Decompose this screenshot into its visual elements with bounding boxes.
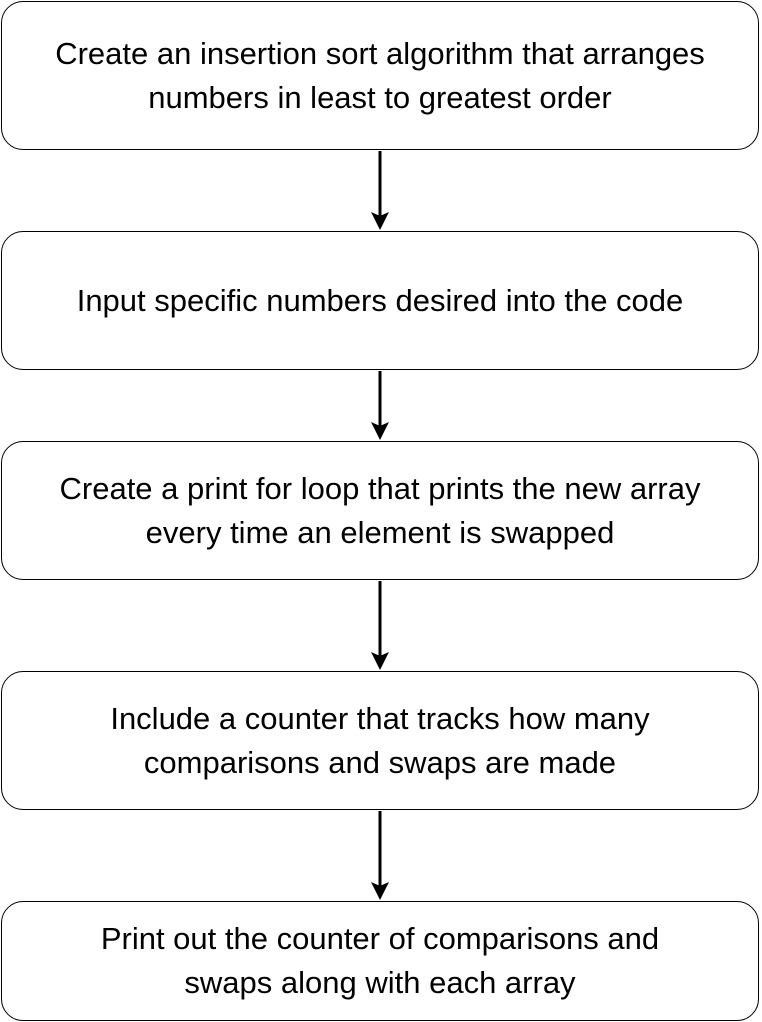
- arrowhead-2-to-3: [371, 422, 389, 440]
- flowchart-step-3-text: Create a print for loop that prints the …: [59, 470, 701, 550]
- flowchart-step-1-text: Create an insertion sort algorithm that …: [55, 35, 705, 115]
- flowchart-step-5-text: Print out the counter of comparisons and…: [100, 921, 660, 1000]
- flowchart-step-4: Include a counter that tracks how many c…: [1, 671, 759, 810]
- arrowhead-4-to-5: [371, 882, 389, 900]
- arrowhead-3-to-4: [371, 652, 389, 670]
- arrowhead-1-to-2: [371, 212, 389, 230]
- flowchart-step-1: Create an insertion sort algorithm that …: [1, 1, 759, 150]
- flowchart-step-2-text: Input specific numbers desired into the …: [76, 282, 684, 318]
- flowchart-step-2: Input specific numbers desired into the …: [1, 231, 759, 370]
- flowchart-step-3: Create a print for loop that prints the …: [1, 441, 759, 580]
- flowchart-step-4-text: Include a counter that tracks how many c…: [110, 700, 650, 780]
- flowchart-step-5: Print out the counter of comparisons and…: [1, 901, 759, 1021]
